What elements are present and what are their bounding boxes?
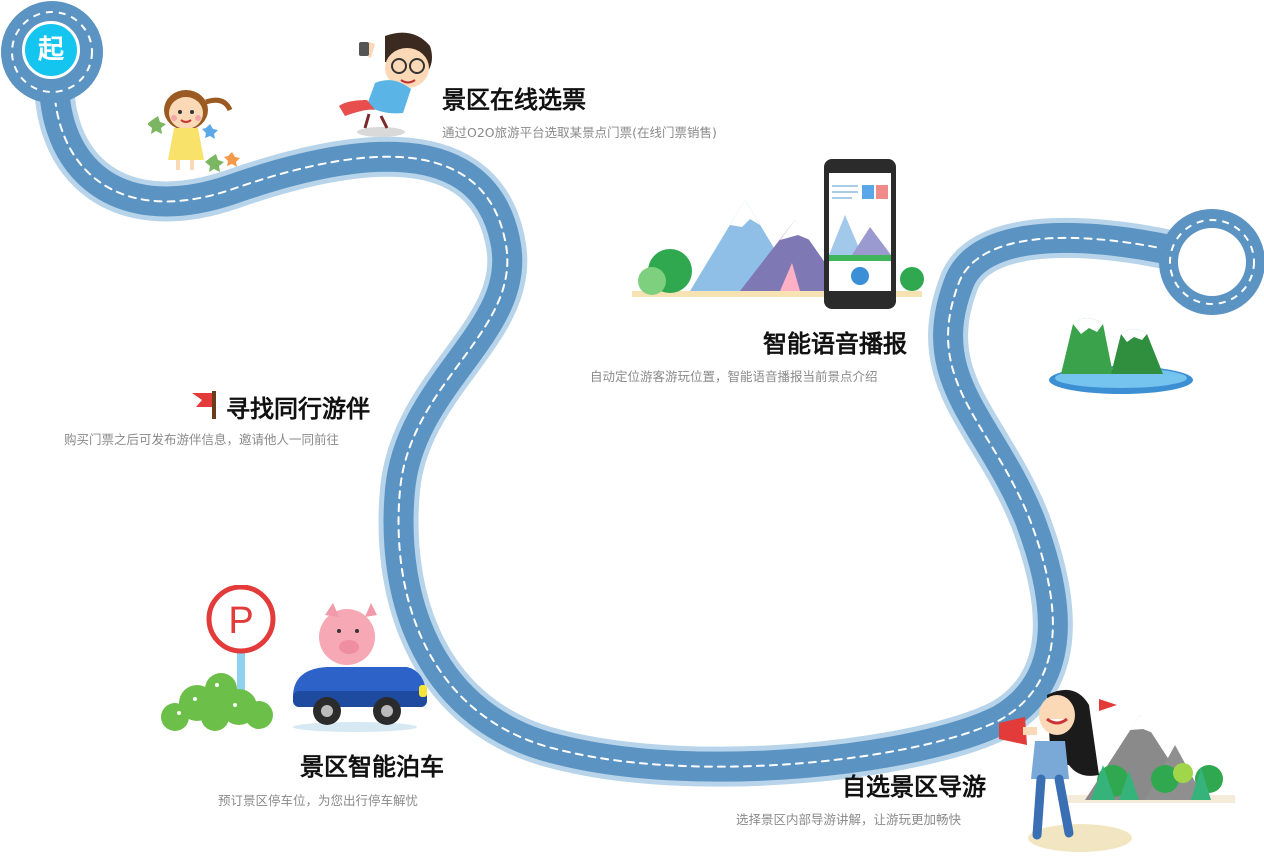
parking-sign-icon: P (228, 600, 253, 642)
step-desc-choose-guide: 选择景区内部导游讲解，让游玩更加畅快 (736, 812, 962, 827)
girl-with-megaphone-illustration (999, 689, 1235, 852)
step-title-choose-guide: 自选景区导游 (842, 773, 986, 801)
kid-relaxing-with-phone-illustration (339, 32, 432, 137)
pig-in-car-parking-illustration: P (161, 585, 427, 732)
start-badge: 起 (22, 21, 80, 79)
step-desc-online-ticket: 通过O2O旅游平台选取某景点门票(在线门票销售) (442, 125, 717, 140)
step-title-smart-parking: 景区智能泊车 (300, 753, 444, 781)
step-title-voice-broadcast: 智能语音播报 (763, 330, 907, 358)
step-desc-voice-broadcast: 自动定位游客游玩位置，智能语音播报当前景点介绍 (590, 369, 878, 384)
red-flag-icon (192, 391, 216, 419)
island-mountains-illustration (1049, 318, 1193, 394)
step-desc-find-companion: 购买门票之后可发布游伴信息，邀请他人一同前往 (64, 432, 340, 447)
step-title-find-companion: 寻找同行游伴 (226, 395, 370, 423)
phone-with-mountains-illustration (632, 159, 924, 309)
girl-with-stars-illustration (148, 90, 240, 172)
step-title-online-ticket: 景区在线选票 (442, 86, 586, 114)
step-desc-smart-parking: 预订景区停车位，为您出行停车解忧 (218, 793, 419, 808)
